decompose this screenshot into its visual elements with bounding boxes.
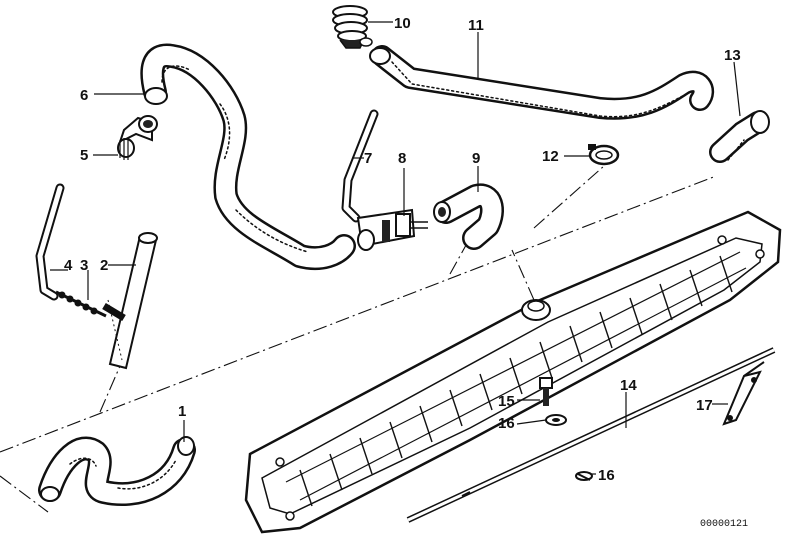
callout-11: 11 — [468, 17, 484, 34]
part-4-thin-hose — [35, 183, 65, 301]
callout-3: 3 — [80, 257, 88, 274]
part-1-lower-hose — [38, 436, 196, 507]
callout-12: 12 — [542, 148, 559, 165]
callout-10: 10 — [394, 15, 411, 32]
assembly-lines — [0, 165, 717, 513]
callout-13: 13 — [724, 47, 741, 64]
callout-4: 4 — [64, 257, 73, 274]
valve-cover — [244, 210, 782, 534]
callout-2: 2 — [100, 257, 108, 274]
part-11-long-hose — [369, 45, 715, 120]
part-9-curved-hose — [433, 183, 504, 250]
part-16-washer-lower — [575, 471, 593, 481]
part-2-tube — [102, 232, 158, 370]
part-15-bolt — [539, 377, 553, 406]
catalog-number: 00000121 — [700, 519, 748, 530]
callout-1: 1 — [178, 403, 186, 420]
callout-15: 15 — [498, 393, 515, 410]
callout-9: 9 — [472, 150, 480, 167]
callout-5: 5 — [80, 147, 88, 164]
leader-lines — [50, 21, 741, 475]
callout-8: 8 — [398, 150, 406, 167]
part-6-s-hose — [140, 43, 356, 271]
callout-17: 17 — [696, 397, 713, 414]
part-13-elbow-hose — [709, 110, 770, 163]
callout-6: 6 — [80, 87, 88, 104]
part-7-thin-hose — [341, 109, 379, 223]
callout-labels: 1 2 3 4 5 6 7 8 9 10 11 12 13 14 15 16 1… — [64, 15, 741, 484]
callout-16b: 16 — [598, 467, 615, 484]
part-10-bellows-boot — [332, 5, 373, 49]
part-8-valve — [356, 208, 428, 251]
callout-7: 7 — [364, 150, 372, 167]
part-5-elbow-fitting — [117, 115, 158, 160]
part-16-washer-upper — [545, 414, 567, 426]
callout-16a: 16 — [498, 415, 515, 432]
part-14-rod — [406, 347, 776, 523]
part-17-bracket — [722, 361, 765, 426]
part-12-hose-clamp — [588, 144, 620, 166]
callout-14: 14 — [620, 377, 637, 394]
part-3-restrictor — [55, 290, 107, 318]
